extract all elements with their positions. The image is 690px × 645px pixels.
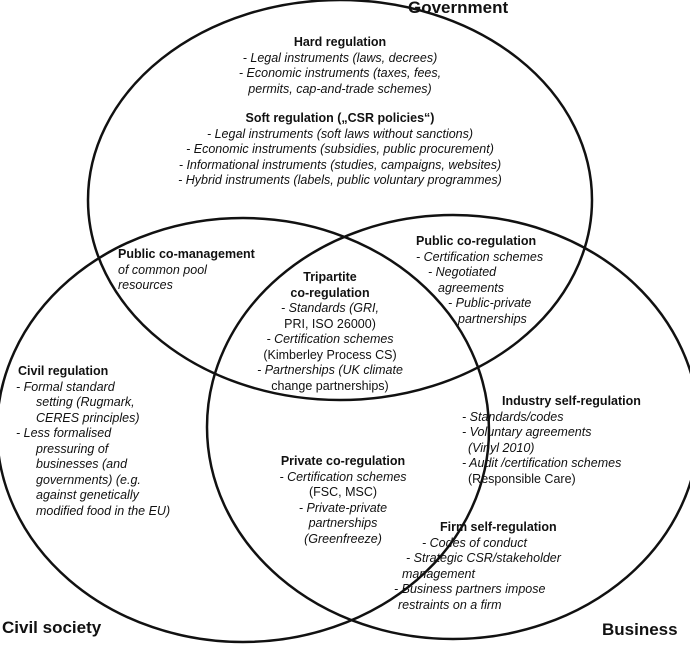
firm-self-regulation-line: - Codes of conduct (422, 535, 527, 550)
industry-self-regulation-line: (Vinyl 2010) (468, 440, 535, 455)
firm-self-regulation-line: - Business partners impose (394, 582, 546, 596)
soft-regulation-item: - Economic instruments (subsidies, publi… (186, 142, 494, 156)
public-comanagement-line: resources (118, 278, 173, 292)
civil-regulation-line: setting (Rugmark, (36, 395, 135, 409)
firm-self-regulation-line: restraints on a firm (398, 597, 502, 612)
civil-regulation-line: governments) (e.g. (36, 472, 141, 487)
tripartite-block: Tripartite co-regulation - Standards (GR… (240, 270, 420, 394)
civil-regulation-title: Civil regulation (18, 364, 109, 378)
tripartite-line: - Certification schemes (266, 332, 394, 346)
hard-regulation-block: Hard regulation - Legal instruments (law… (180, 35, 500, 97)
hard-regulation-item: - Legal instruments (laws, decrees) (242, 50, 438, 65)
industry-self-regulation-line: - Audit /certification schemes (462, 456, 622, 470)
hard-regulation-item: permits, cap-and-trade schemes) (248, 81, 432, 96)
business-circle (205, 213, 690, 641)
civil-regulation-line: against genetically (36, 488, 139, 502)
tripartite-title: co-regulation (290, 285, 370, 300)
hard-regulation-title: Hard regulation (293, 35, 387, 49)
public-coregulation-line: - Certification schemes (416, 249, 544, 264)
civil-regulation-line: businesses (and (36, 457, 128, 471)
public-comanagement-title: Public co-management (118, 247, 255, 261)
firm-self-regulation-line: management (402, 566, 475, 581)
tripartite-line: - Standards (GRI, (281, 301, 379, 315)
private-coregulation-line: partnerships (308, 516, 378, 530)
soft-regulation-item: - Hybrid instruments (labels, public vol… (178, 173, 502, 187)
public-coregulation-block: Public co-regulation - Certification sch… (416, 234, 543, 327)
soft-regulation-item: - Informational instruments (studies, ca… (178, 157, 502, 172)
government-label: Government (408, 0, 509, 17)
private-coregulation-title: Private co-regulation (280, 454, 406, 468)
private-coregulation-line: (FSC, MSC) (308, 485, 378, 499)
civil-society-circle (0, 216, 491, 644)
industry-self-regulation-block: Industry self-regulation - Standards/cod… (462, 394, 641, 487)
civil-regulation-line: pressuring of (36, 441, 109, 456)
government-circle (86, 0, 594, 402)
civil-society-label: Civil society (2, 618, 102, 637)
tripartite-title: Tripartite (303, 270, 357, 284)
industry-self-regulation-line: (Responsible Care) (468, 471, 576, 486)
public-coregulation-line: - Negotiated (428, 265, 497, 279)
soft-regulation-block: Soft regulation („CSR policies“) - Legal… (130, 111, 550, 189)
tripartite-line: change partnerships) (271, 378, 389, 393)
soft-regulation-item: - Legal instruments (soft laws without s… (206, 126, 474, 141)
firm-self-regulation-block: Firm self-regulation - Codes of conduct … (394, 520, 561, 613)
civil-regulation-block: Civil regulation - Formal standard setti… (16, 364, 171, 519)
civil-regulation-line: modified food in the EU) (36, 503, 171, 518)
tripartite-line: PRI, ISO 26000) (284, 316, 376, 331)
public-coregulation-line: agreements (438, 280, 505, 295)
private-coregulation-line: - Private-private (298, 500, 388, 515)
public-coregulation-line: - Public-private (448, 296, 532, 310)
tripartite-line: (Kimberley Process CS) (263, 347, 397, 362)
firm-self-regulation-line: - Strategic CSR/stakeholder (406, 551, 561, 565)
civil-regulation-line: CERES principles) (36, 410, 140, 425)
private-coregulation-line: - Certification schemes (279, 469, 407, 484)
hard-regulation-item: - Economic instruments (taxes, fees, (238, 66, 442, 80)
public-comanagement-line: of common pool (118, 262, 207, 277)
business-label: Business (602, 620, 678, 639)
public-comanagement-block: Public co-management of common pool reso… (118, 247, 255, 294)
private-coregulation-line: (Greenfreeze) (304, 531, 382, 546)
civil-regulation-line: - Formal standard (16, 379, 115, 394)
industry-self-regulation-line: - Voluntary agreements (462, 425, 592, 439)
tripartite-line: - Partnerships (UK climate (257, 363, 403, 377)
public-coregulation-line: partnerships (458, 311, 527, 326)
civil-regulation-line: - Less formalised (16, 426, 112, 440)
soft-regulation-title: Soft regulation („CSR policies“) (245, 111, 435, 125)
firm-self-regulation-title: Firm self-regulation (440, 520, 557, 534)
private-coregulation-block: Private co-regulation - Certification sc… (258, 454, 428, 547)
industry-self-regulation-title: Industry self-regulation (502, 394, 641, 408)
industry-self-regulation-line: - Standards/codes (462, 409, 564, 424)
public-coregulation-title: Public co-regulation (416, 234, 537, 248)
